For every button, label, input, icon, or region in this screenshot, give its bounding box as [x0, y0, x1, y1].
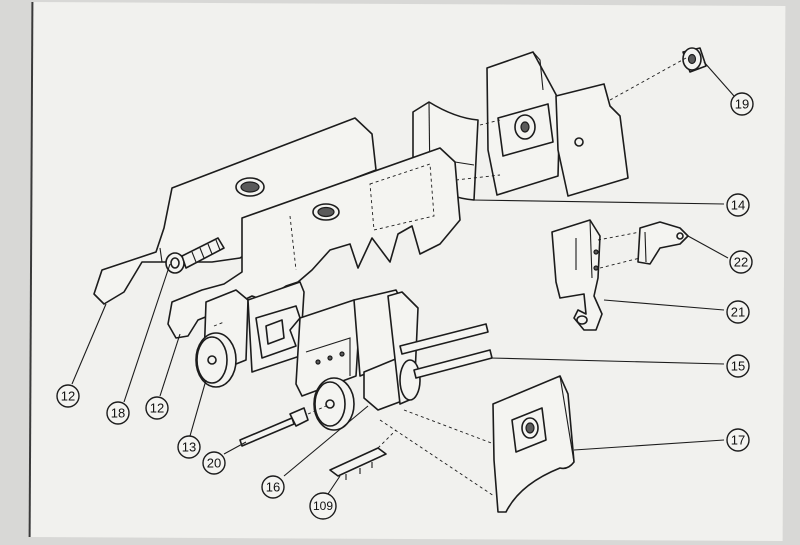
- svg-text:12: 12: [61, 389, 75, 404]
- svg-text:19: 19: [735, 97, 749, 112]
- part-109-bar: [329, 429, 397, 480]
- svg-text:16: 16: [266, 480, 280, 495]
- svg-text:18: 18: [111, 406, 125, 421]
- callout-15: 15: [726, 354, 750, 378]
- part-12-frame-side-rear: [93, 117, 377, 305]
- svg-text:20: 20: [207, 456, 221, 471]
- svg-text:17: 17: [731, 433, 745, 448]
- part-19-spacer: [682, 47, 707, 73]
- callout-18: 18: [106, 401, 130, 425]
- callout-21: 21: [726, 300, 750, 324]
- chassis-block: [203, 281, 421, 411]
- part-17-door-plate: [379, 375, 575, 513]
- svg-text:22: 22: [734, 255, 748, 270]
- callout-12-center: 12: [145, 396, 169, 420]
- rear-plate-assembly: [479, 51, 687, 197]
- callout-19: 19: [730, 92, 754, 116]
- leader-lines: [71, 61, 735, 495]
- callout-12-left: 12: [56, 384, 80, 408]
- part-20-pin: [239, 405, 327, 447]
- callout-17: 17: [726, 428, 750, 452]
- svg-text:12: 12: [150, 401, 164, 416]
- part-22-hinge: [597, 221, 689, 269]
- callout-16: 16: [261, 475, 285, 499]
- callout-20: 20: [202, 451, 226, 475]
- callout-109: 109: [309, 492, 337, 520]
- part-18-bolt: [165, 237, 225, 274]
- callout-22: 22: [729, 250, 753, 274]
- svg-text:15: 15: [731, 359, 745, 374]
- callout-13: 13: [177, 435, 201, 459]
- svg-text:109: 109: [313, 499, 333, 513]
- part-21-bracket: [551, 219, 603, 331]
- svg-text:14: 14: [731, 198, 745, 213]
- svg-text:13: 13: [182, 440, 196, 455]
- callout-14: 14: [726, 193, 750, 217]
- svg-text:21: 21: [731, 305, 745, 320]
- part-13-wheels: [195, 332, 355, 431]
- part-12-frame-side-front: [167, 147, 501, 339]
